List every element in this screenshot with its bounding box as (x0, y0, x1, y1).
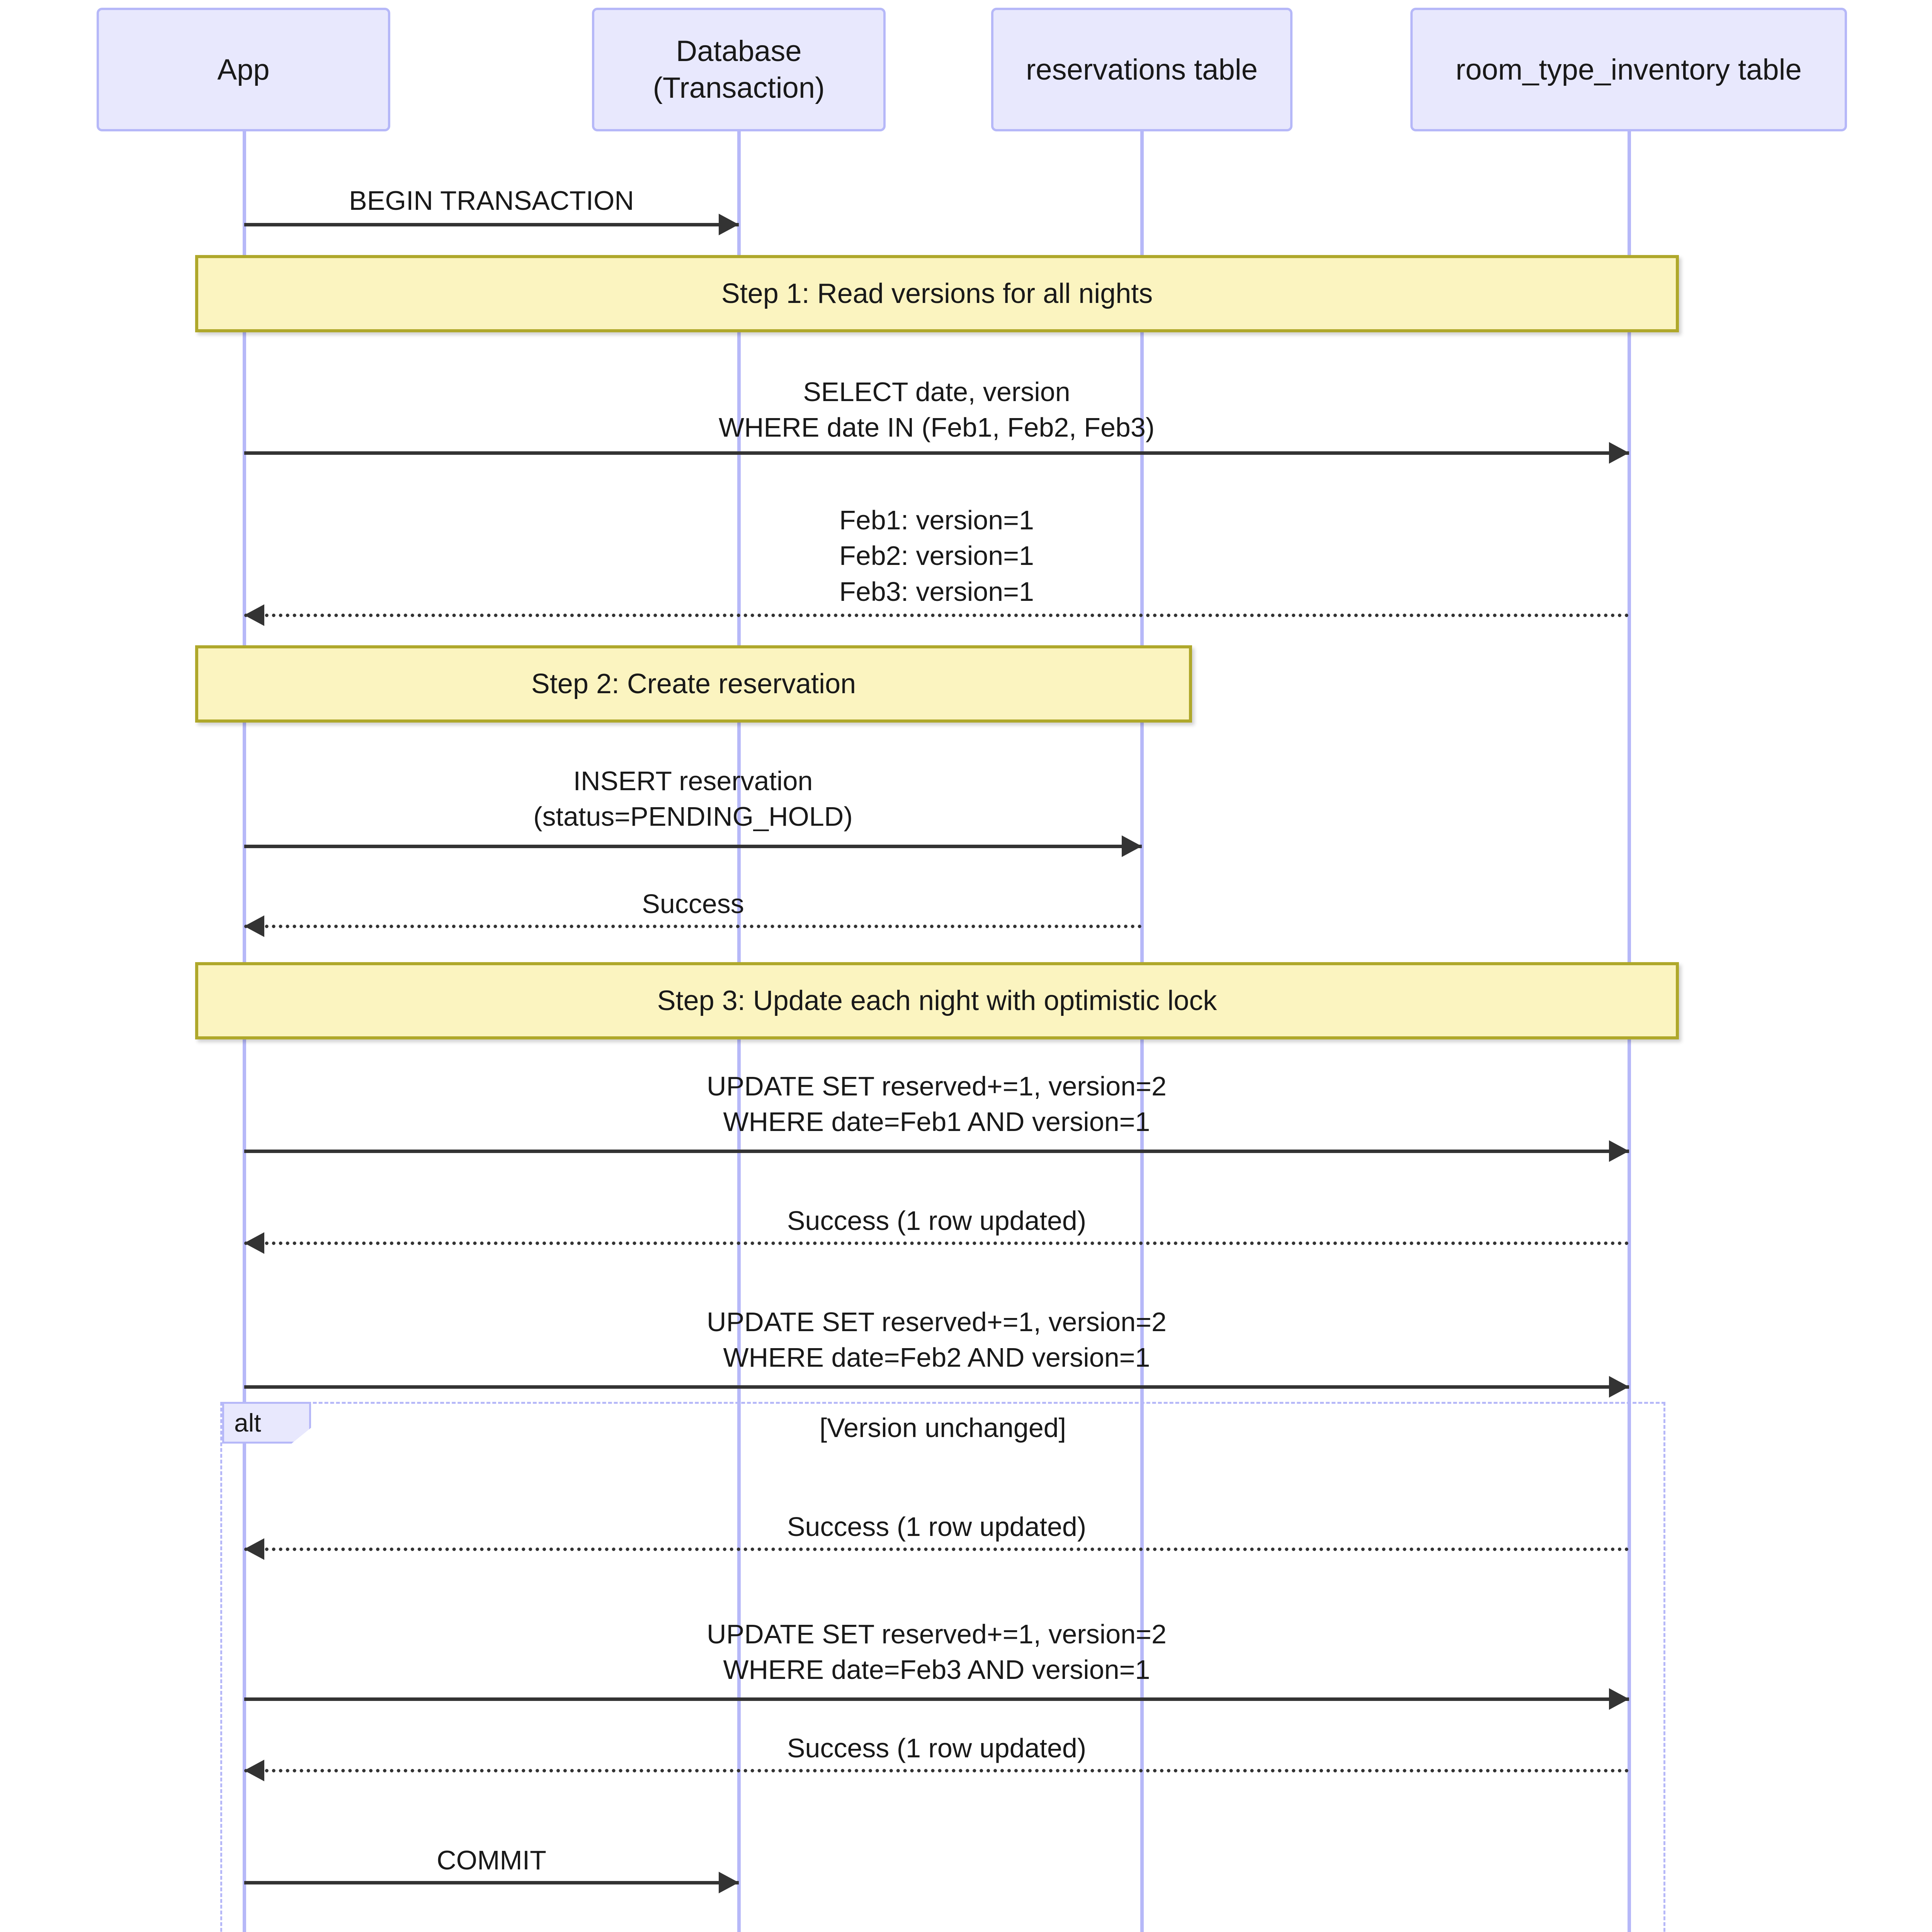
message-line-m7 (244, 1242, 1629, 1245)
actor-box-top-inv[interactable]: room_type_inventory table (1410, 8, 1847, 131)
message-arrowhead-m11 (244, 1760, 264, 1781)
message-arrowhead-m5 (244, 915, 264, 937)
message-line-m3 (244, 614, 1629, 617)
message-label-m4: INSERT reservation (status=PENDING_HOLD) (533, 766, 853, 832)
actor-box-top-db[interactable]: Database (Transaction) (592, 8, 886, 131)
message-line-m8 (244, 1385, 1629, 1389)
actor-label-res: reservations table (1026, 53, 1258, 86)
message-arrowhead-m1 (719, 214, 739, 235)
message-label-m10: UPDATE SET reserved+=1, version=2 WHERE … (707, 1619, 1167, 1685)
message-label-m7: Success (1 row updated) (787, 1206, 1087, 1236)
message-label-m5: Success (642, 889, 744, 919)
message-arrowhead-m7 (244, 1232, 264, 1254)
message-line-m2 (244, 451, 1629, 455)
message-arrowhead-m12 (719, 1872, 739, 1893)
message-arrowhead-m10 (1609, 1688, 1629, 1710)
note-step3: Step 3: Update each night with optimisti… (195, 962, 1679, 1039)
actor-label-inv: room_type_inventory table (1456, 53, 1802, 86)
alt-fragment-box (220, 1402, 1665, 1932)
message-label-m3: Feb1: version=1 Feb2: version=1 Feb3: ve… (839, 505, 1034, 607)
message-label-m11: Success (1 row updated) (787, 1733, 1087, 1763)
message-line-m4 (244, 845, 1142, 848)
message-line-m9 (244, 1548, 1629, 1551)
message-arrowhead-m2 (1609, 442, 1629, 464)
message-line-m10 (244, 1697, 1629, 1701)
message-arrowhead-m9 (244, 1538, 264, 1560)
message-line-m12 (244, 1881, 739, 1884)
actor-box-top-app[interactable]: App (97, 8, 390, 131)
message-arrowhead-m3 (244, 604, 264, 626)
actor-label-db: Database (Transaction) (653, 35, 825, 104)
message-line-m1 (244, 223, 739, 226)
message-arrowhead-m6 (1609, 1140, 1629, 1162)
message-arrowhead-m4 (1122, 835, 1142, 857)
actor-box-top-res[interactable]: reservations table (991, 8, 1293, 131)
alt-fragment-tag: alt (222, 1402, 311, 1444)
message-arrowhead-m8 (1609, 1376, 1629, 1398)
message-label-m12: COMMIT (437, 1845, 546, 1875)
message-label-m2: SELECT date, version WHERE date IN (Feb1… (718, 377, 1155, 443)
message-line-m11 (244, 1769, 1629, 1772)
message-label-m6: UPDATE SET reserved+=1, version=2 WHERE … (707, 1071, 1167, 1137)
message-line-m6 (244, 1150, 1629, 1153)
message-line-m5 (244, 925, 1142, 928)
actor-label-app: App (217, 53, 270, 86)
alt-branch-condition-0: [Version unchanged] (819, 1413, 1066, 1443)
note-step2: Step 2: Create reservation (195, 645, 1192, 723)
message-label-m1: BEGIN TRANSACTION (349, 185, 634, 216)
message-label-m9: Success (1 row updated) (787, 1512, 1087, 1542)
message-label-m8: UPDATE SET reserved+=1, version=2 WHERE … (707, 1307, 1167, 1373)
note-step1: Step 1: Read versions for all nights (195, 255, 1679, 332)
